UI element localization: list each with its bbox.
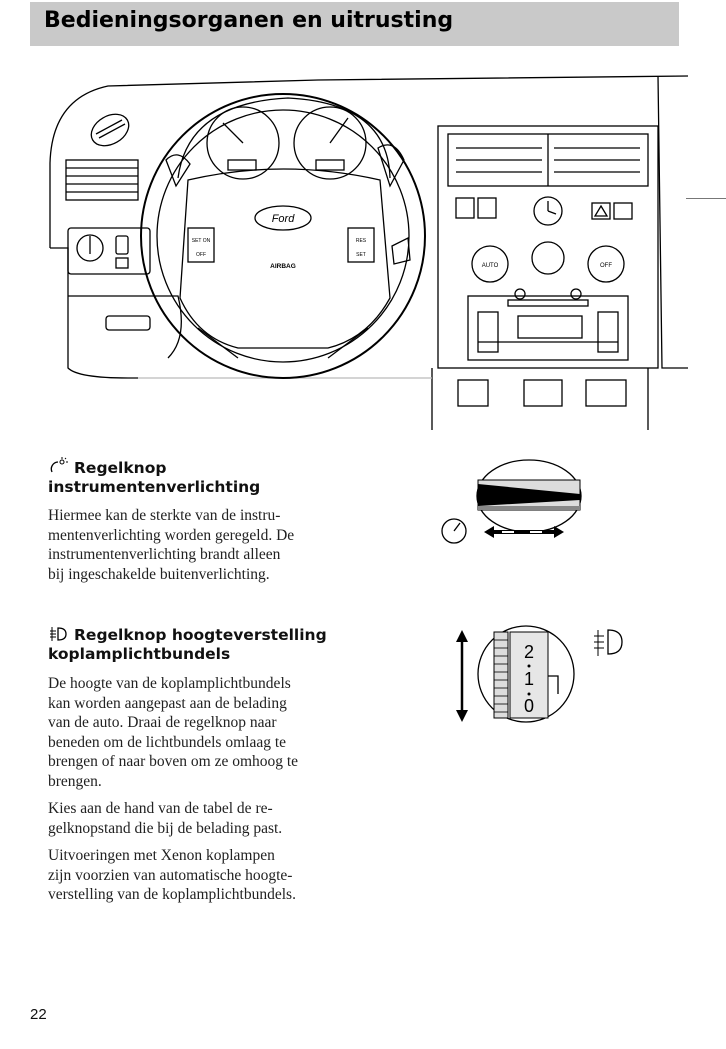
text-line: brengen of naar boven om ze omhoog te — [48, 753, 299, 770]
text-line: mentenverlichting worden geregeld. De — [48, 526, 295, 544]
section-instrument-lighting: Regelknop instrumentenverlichting Hierme… — [48, 457, 378, 584]
light-switch-panel — [67, 227, 151, 275]
hazard-button — [591, 202, 611, 220]
text-line: kan worden aangepast aan de belading — [48, 694, 287, 712]
dial-position-1: 1 — [524, 669, 534, 689]
climate-off-label: OFF — [600, 263, 612, 269]
radio-unit — [467, 295, 629, 361]
climate-auto-label: AUTO — [482, 263, 499, 269]
ford-logo — [254, 205, 312, 231]
headlamp-dial-illustration: 2 1 0 — [456, 625, 623, 723]
paragraph: De hoogte van de koplamplichtbundels kan… — [48, 674, 388, 791]
steering-wheel — [140, 93, 426, 379]
cruise-control-right — [347, 227, 375, 263]
page-title: Bedieningsorganen en uitrusting — [44, 8, 454, 33]
paragraph: Hiermee kan de sterkte van de instru- me… — [48, 506, 378, 584]
text-line: beneden om de lichtbundels omlaag te — [48, 733, 287, 751]
climate-dial-right — [587, 245, 625, 283]
ford-logo-text: Ford — [272, 213, 296, 225]
text-line: Uitvoeringen met Xenon koplampen — [48, 847, 275, 864]
left-air-vent — [65, 159, 139, 201]
airbag-label: AIRBAG — [270, 263, 296, 270]
center-console — [437, 125, 659, 369]
text-line: van de auto. Draai de regelknop naar — [48, 714, 277, 731]
headlamp-level-icon — [50, 627, 67, 641]
instrument-light-knob-illustration — [441, 459, 582, 544]
left-air-vent-round — [90, 113, 130, 147]
cruise-set-right-label: SET — [356, 252, 366, 258]
text-line: Hiermee kan de sterkte van de instru- — [48, 507, 281, 524]
climate-dial-left — [471, 245, 509, 283]
text-line: verstelling van de koplamplichtbundels. — [48, 886, 296, 903]
section-title-line2: koplamplichtbundels — [48, 645, 231, 663]
headlamp-icon — [594, 629, 623, 656]
section-title: Regelknop hoogteverstelling koplamplicht… — [48, 626, 388, 664]
section-title-line1: Regelknop hoogteverstelling — [74, 626, 327, 644]
paragraph: Uitvoeringen met Xenon koplampen zijn vo… — [48, 846, 388, 905]
header-bar: Bedieningsorganen en uitrusting — [30, 2, 679, 46]
section-title: Regelknop instrumentenverlichting — [48, 457, 378, 497]
dashboard-illustration: Ford AIRBAG SET ON OFF RES SET AUTO OFF — [49, 75, 688, 430]
section-headlamp-leveling: Regelknop hoogteverstelling koplamplicht… — [48, 626, 388, 905]
page-number: 22 — [30, 1006, 47, 1023]
paragraph: Kies aan de hand van de tabel de re- gel… — [48, 799, 388, 838]
text-line: zijn voorzien van automatische hoogte- — [48, 866, 293, 884]
speedometer — [206, 106, 280, 180]
section-title-line1: Regelknop — [74, 459, 167, 477]
text-line: De hoogte van de koplamplichtbundels — [48, 675, 291, 692]
text-line: bij ingeschakelde buitenverlichting. — [48, 565, 270, 583]
climate-display — [531, 241, 565, 275]
text-line: instrumentenverlichting brandt alleen — [48, 546, 281, 563]
cruise-res-label: RES — [356, 238, 367, 244]
cruise-control-left — [187, 227, 215, 263]
cruise-set-label: SET ON — [192, 238, 211, 244]
dial-position-2: 2 — [524, 642, 534, 662]
storage-compartment — [105, 315, 151, 331]
clock — [533, 196, 563, 226]
cruise-off-label: OFF — [196, 252, 206, 258]
text-line: brengen. — [48, 772, 102, 790]
tachometer — [293, 106, 367, 180]
instrument-light-icon — [50, 457, 68, 473]
text-line: Kies aan de hand van de tabel de re- — [48, 800, 273, 817]
margin-rule — [686, 198, 726, 199]
gauge-icon — [441, 518, 467, 544]
dial-position-0: 0 — [524, 696, 534, 716]
double-arrow-icon — [484, 526, 564, 538]
text-line: gelknopstand die bij de belading past. — [48, 819, 283, 837]
section-title-line2: instrumentenverlichting — [48, 478, 261, 496]
